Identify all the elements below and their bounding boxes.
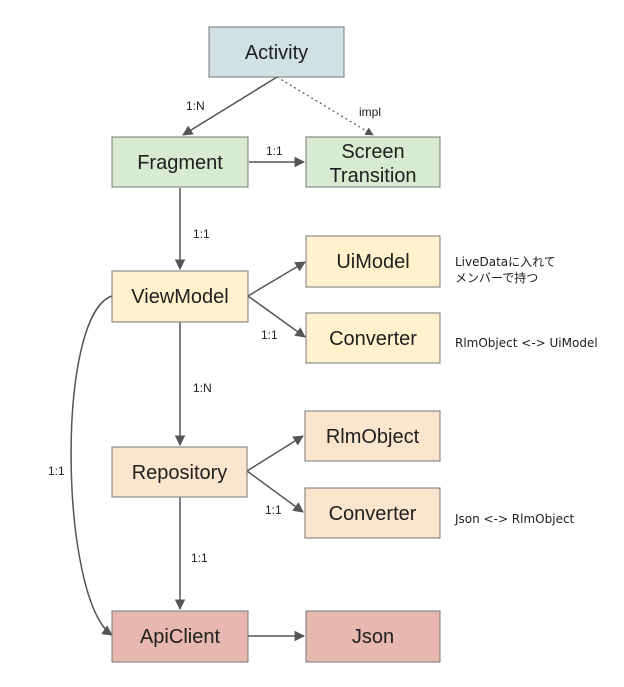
edges bbox=[70, 76, 374, 642]
node-apiclient: ApiClient bbox=[111, 610, 249, 663]
node-repository-label: Repository bbox=[132, 462, 228, 484]
edge-labels: 1:N impl 1:1 1:1 1:1 1:N 1:1 1:1 1:1 bbox=[48, 99, 381, 565]
note-uimodel-line2: メンバーで持つ bbox=[455, 270, 538, 285]
edge-viewmodel-apiclient bbox=[70, 295, 113, 636]
node-uimodel-box bbox=[305, 235, 441, 288]
node-fragment-box bbox=[111, 136, 249, 188]
node-repository: Repository bbox=[111, 446, 248, 498]
edge-repository-converter bbox=[246, 470, 304, 513]
node-screen-transition-box bbox=[305, 136, 441, 188]
label-activity-screen-transition: impl bbox=[359, 105, 381, 119]
node-converter-ui: Converter bbox=[305, 312, 441, 364]
note-converter-json: Json <-> RlmObject bbox=[454, 512, 575, 526]
node-converter-ui-box bbox=[305, 312, 441, 364]
label-viewmodel-converter: 1:1 bbox=[261, 328, 278, 342]
node-activity-box bbox=[208, 26, 345, 78]
node-json-box bbox=[305, 610, 441, 663]
node-screen-transition-label-line2: Transition bbox=[329, 165, 416, 187]
node-activity-label: Activity bbox=[245, 42, 308, 64]
label-activity-fragment: 1:N bbox=[186, 99, 205, 113]
edge-repository-rlmobject bbox=[246, 435, 304, 472]
node-json: Json bbox=[305, 610, 441, 663]
edge-activity-fragment bbox=[182, 76, 278, 136]
node-rlmobject-box bbox=[304, 410, 441, 462]
label-viewmodel-repository: 1:N bbox=[193, 381, 212, 395]
node-converter-ui-label: Converter bbox=[329, 328, 417, 350]
node-apiclient-box bbox=[111, 610, 249, 663]
node-converter-json-box bbox=[304, 487, 441, 539]
node-apiclient-label: ApiClient bbox=[140, 626, 220, 648]
node-json-label: Json bbox=[352, 626, 394, 648]
node-screen-transition: Screen Transition bbox=[305, 136, 441, 188]
node-converter-json-label: Converter bbox=[329, 503, 417, 525]
node-converter-json: Converter bbox=[304, 487, 441, 539]
node-fragment-label: Fragment bbox=[137, 152, 223, 174]
node-uimodel-label: UiModel bbox=[336, 251, 409, 273]
edge-viewmodel-converter bbox=[247, 295, 306, 338]
node-activity: Activity bbox=[208, 26, 345, 78]
label-repository-converter: 1:1 bbox=[265, 503, 282, 517]
node-repository-box bbox=[111, 446, 248, 498]
node-viewmodel-label: ViewModel bbox=[131, 286, 228, 308]
edge-viewmodel-uimodel bbox=[247, 261, 306, 297]
node-screen-transition-label-line1: Screen bbox=[341, 141, 404, 163]
node-uimodel: UiModel bbox=[305, 235, 441, 288]
label-fragment-screen-transition: 1:1 bbox=[266, 144, 283, 158]
node-rlmobject: RlmObject bbox=[304, 410, 441, 462]
node-viewmodel-box bbox=[111, 270, 249, 323]
notes: LiveDataに入れて メンバーで持つ RlmObject <-> UiMod… bbox=[454, 255, 598, 526]
note-converter-ui: RlmObject <-> UiModel bbox=[455, 336, 598, 350]
label-repository-apiclient: 1:1 bbox=[191, 551, 208, 565]
label-viewmodel-apiclient: 1:1 bbox=[48, 464, 65, 478]
node-fragment: Fragment bbox=[111, 136, 249, 188]
node-rlmobject-label: RlmObject bbox=[326, 426, 420, 448]
label-fragment-viewmodel: 1:1 bbox=[193, 227, 210, 241]
edge-activity-screen-transition bbox=[276, 76, 374, 136]
node-viewmodel: ViewModel bbox=[111, 270, 249, 323]
note-uimodel-line1: LiveDataに入れて bbox=[455, 255, 556, 269]
